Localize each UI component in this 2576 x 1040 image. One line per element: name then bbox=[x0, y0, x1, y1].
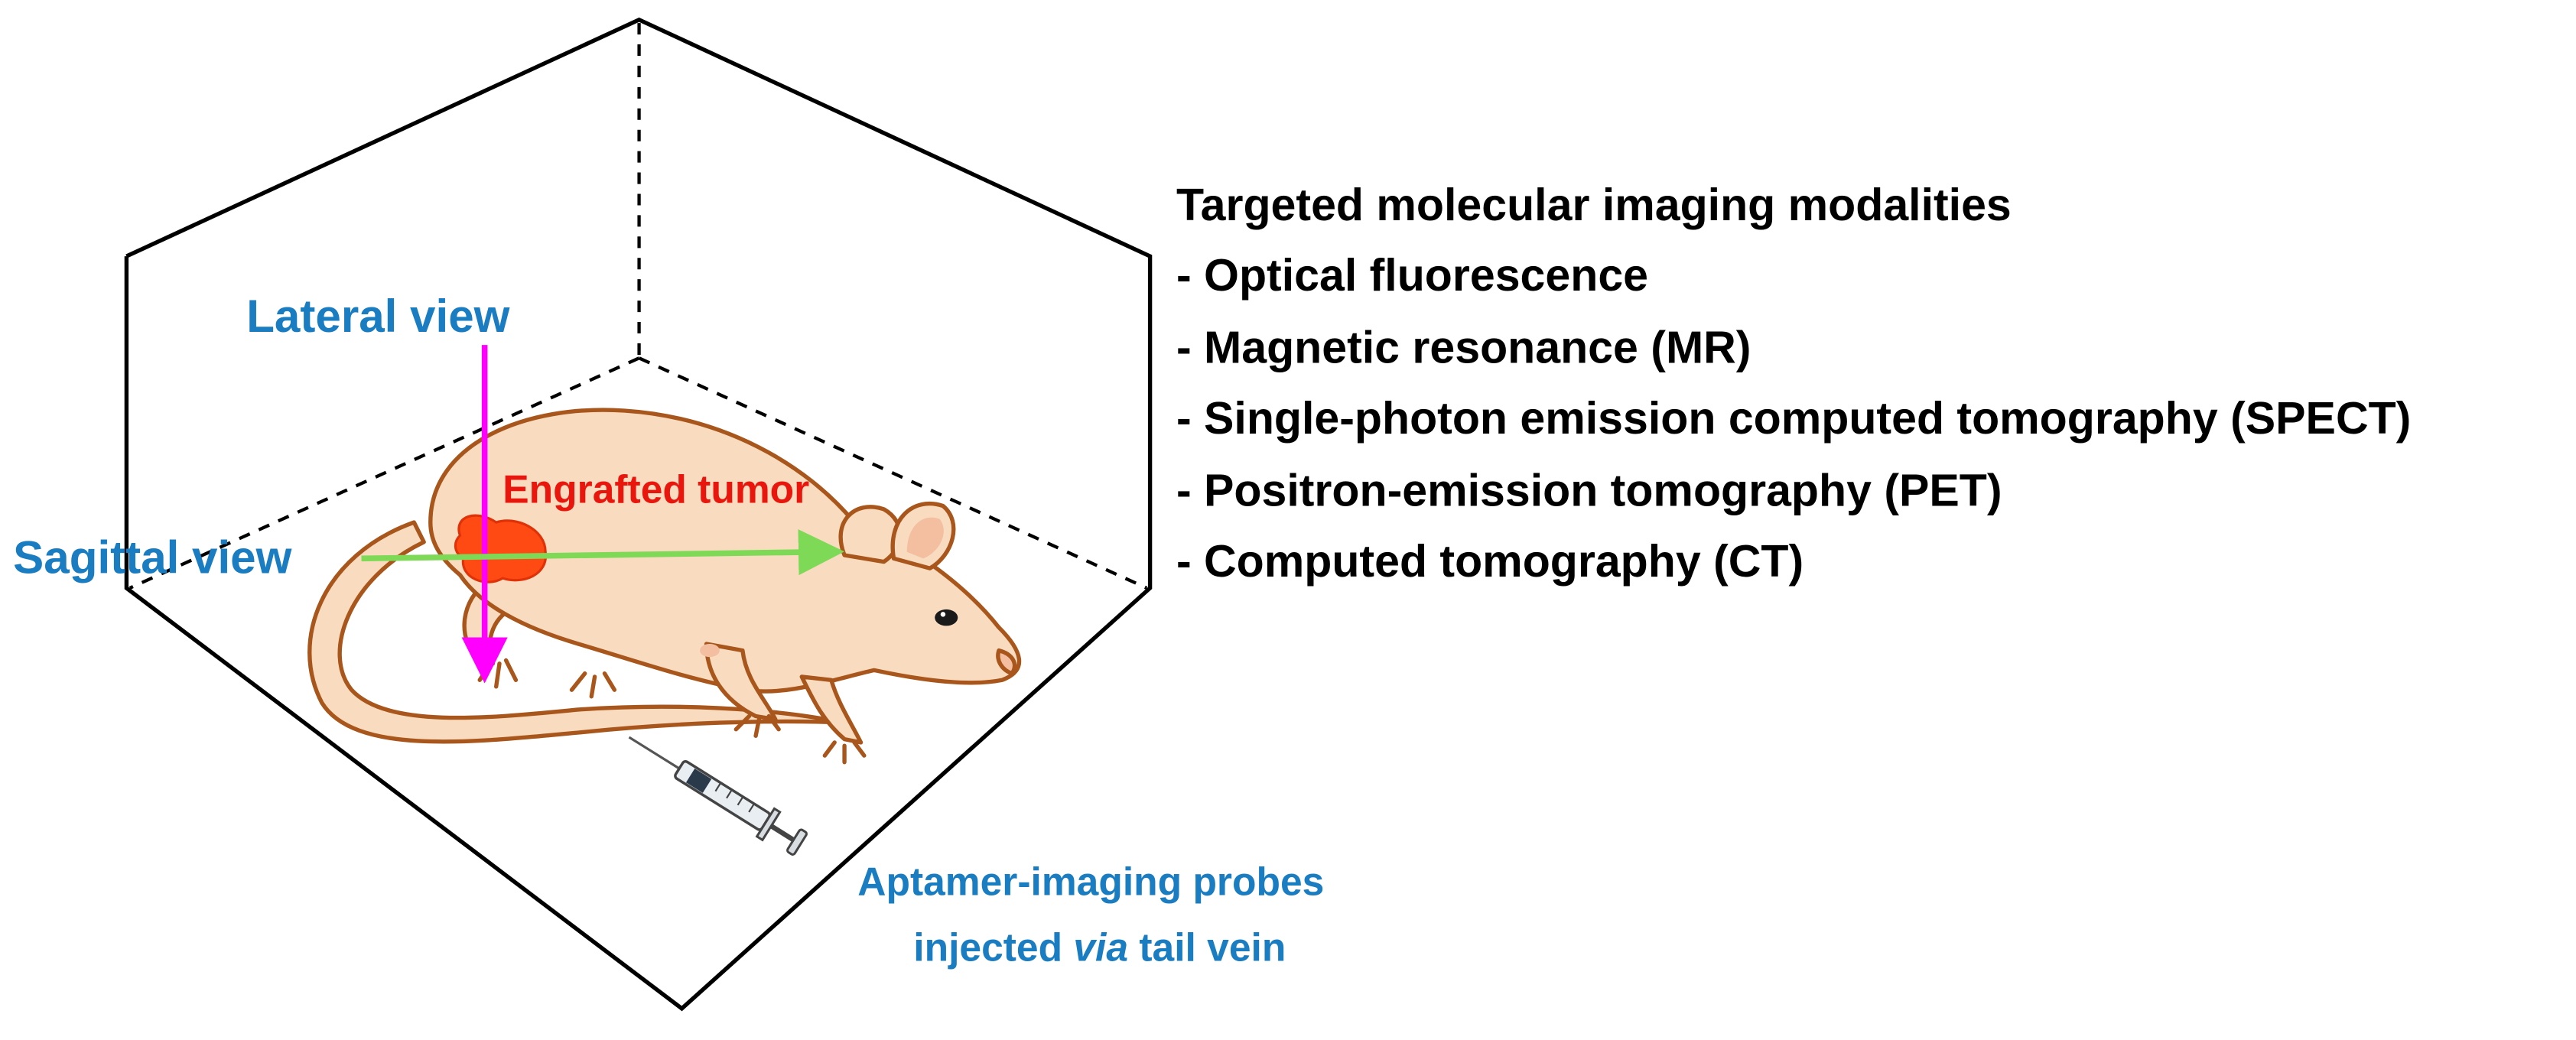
modality-item: - Optical fluorescence bbox=[1176, 250, 1648, 301]
imaging-box bbox=[124, 17, 1153, 1012]
sagittal-view-label: Sagittal view bbox=[13, 532, 291, 583]
box-outline bbox=[124, 17, 1153, 1012]
mouse-paw-front-2 bbox=[822, 740, 867, 765]
syringe-icon bbox=[628, 736, 808, 856]
lateral-view-label: Lateral view bbox=[246, 291, 509, 342]
modality-item: - Computed tomography (CT) bbox=[1176, 536, 1804, 587]
mouse-paw-back bbox=[477, 658, 519, 689]
modality-item: - Positron-emission tomography (PET) bbox=[1176, 466, 2002, 516]
probes-label-via: via bbox=[1073, 925, 1128, 970]
mouse-ear-inner bbox=[906, 517, 944, 559]
mouse-paw-front bbox=[733, 713, 781, 738]
mouse-eye-glint bbox=[940, 612, 946, 617]
modality-item: - Magnetic resonance (MR) bbox=[1176, 323, 1751, 373]
probes-label-line2: injected via tail vein bbox=[913, 925, 1286, 970]
mouse-nose bbox=[996, 648, 1017, 676]
modalities-title: Targeted molecular imaging modalities bbox=[1176, 180, 2012, 230]
box-hidden-edge-right bbox=[638, 356, 1148, 590]
sagittal-view-arrow bbox=[361, 529, 845, 576]
modality-item: - Single-photon emission computed tomogr… bbox=[1176, 393, 2411, 444]
probes-label-line1: Aptamer-imaging probes bbox=[857, 860, 1324, 904]
mouse-eye bbox=[935, 609, 958, 626]
box-hidden-edge-left bbox=[128, 356, 640, 590]
probes-label-tail-vein: tail vein bbox=[1128, 925, 1286, 970]
modalities-list: Targeted molecular imaging modalities - … bbox=[1176, 180, 2411, 587]
engrafted-tumor-label: Engrafted tumor bbox=[503, 466, 809, 511]
mouse-illustration bbox=[307, 408, 1022, 765]
mouse-front-leg-2 bbox=[799, 674, 864, 745]
mouse-paw-mid bbox=[569, 671, 617, 699]
mouse-paw-spot bbox=[700, 644, 720, 658]
probes-label-injected: injected bbox=[913, 925, 1073, 970]
mouse-front-leg bbox=[704, 642, 778, 722]
